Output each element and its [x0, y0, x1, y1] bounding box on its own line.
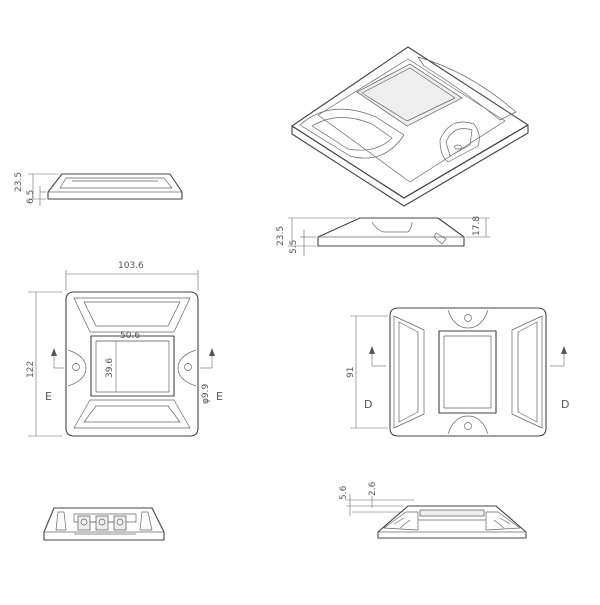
section-label-e-right: E [216, 390, 223, 403]
section-label-d-left: D [364, 398, 372, 411]
dim-base-front: 5.5 [289, 240, 299, 254]
dim-window-width: 50.6 [120, 331, 140, 341]
side-view: 23.5 6.5 [14, 172, 183, 206]
dim-length-total: 122 [26, 361, 36, 378]
section-label-d-right: D [561, 398, 569, 411]
top-view-left: 103.6 122 50.6 39.6 φ9.9 E E [26, 261, 223, 437]
dim-length-reflector: 91 [346, 367, 356, 378]
isometric-view [291, 46, 529, 207]
section-view-d: 5.6 2.6 [339, 481, 527, 539]
dim-window-height: 39.6 [105, 358, 115, 378]
top-view-right: 91 D D [346, 307, 569, 437]
dim-width-total: 103.6 [118, 261, 144, 271]
dim-height-side: 23.5 [14, 172, 24, 192]
dim-height-front: 23.5 [276, 226, 286, 246]
dim-edge-section: 5.6 [339, 485, 349, 500]
dim-hole-diameter: φ9.9 [201, 383, 211, 404]
dim-lip-section: 2.6 [368, 481, 378, 496]
dim-base-side: 6.5 [26, 190, 36, 204]
front-view: 23.5 5.5 17.8 [276, 216, 490, 256]
dim-reflector-top: 17.8 [472, 216, 482, 236]
section-view-e [43, 507, 165, 541]
section-label-e-left: E [45, 390, 52, 403]
